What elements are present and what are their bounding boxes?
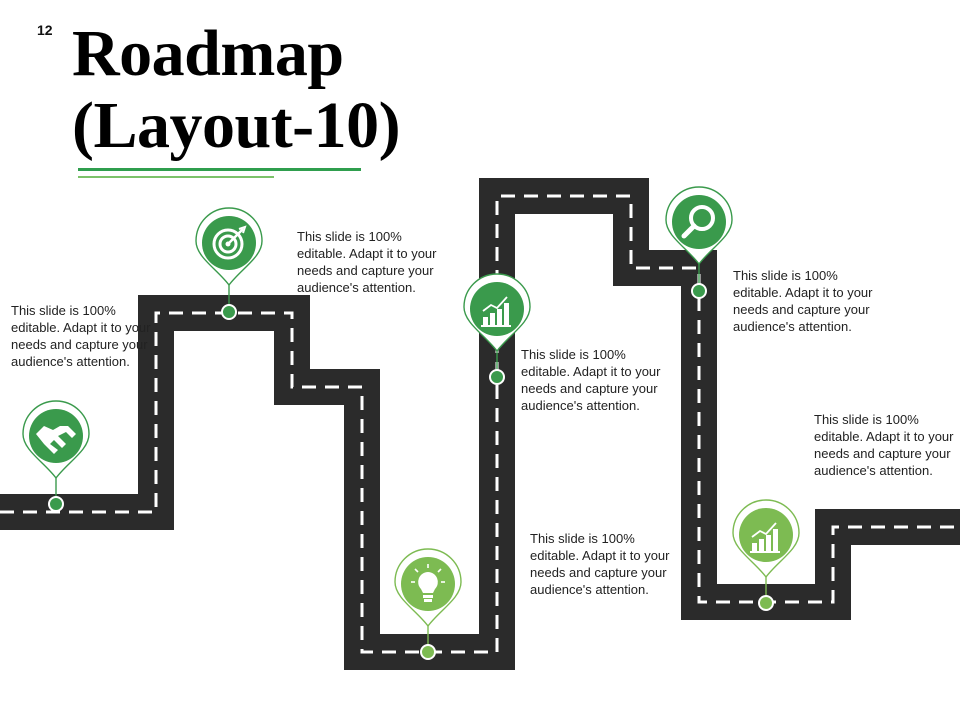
milestone-2-dot	[221, 304, 237, 320]
milestone-1-description: This slide is 100% editable. Adapt it to…	[11, 303, 151, 369]
milestone-3-description: This slide is 100% editable. Adapt it to…	[530, 531, 670, 597]
milestone-1	[22, 400, 90, 512]
milestone-4-dot	[489, 369, 505, 385]
milestone-1-dot	[48, 496, 64, 512]
magnifier-icon	[681, 205, 715, 239]
milestone-3	[394, 548, 462, 660]
milestone-6	[732, 499, 800, 611]
milestone-5-dot	[691, 283, 707, 299]
milestone-2-pin	[195, 207, 263, 287]
title-underline-dark	[78, 168, 361, 171]
milestone-5	[665, 186, 733, 299]
title-line-2: (Layout-10)	[72, 89, 401, 162]
handshake-icon	[36, 426, 76, 454]
milestone-3-dot	[420, 644, 436, 660]
milestone-4	[463, 273, 531, 385]
milestone-2	[195, 207, 263, 320]
title-underline-light	[78, 176, 274, 178]
slide-number: 12	[37, 22, 53, 38]
milestone-2-description: This slide is 100% editable. Adapt it to…	[297, 229, 437, 295]
page-title: Roadmap (Layout-10)	[72, 17, 401, 162]
milestone-6-pin	[732, 499, 800, 579]
milestone-3-pin	[394, 548, 462, 628]
milestone-1-pin	[22, 400, 90, 480]
target-icon	[212, 225, 247, 260]
milestone-5-pin	[665, 186, 733, 266]
lightbulb-icon	[411, 564, 445, 602]
title-line-1: Roadmap	[72, 17, 344, 90]
bar-chart-icon	[481, 296, 511, 327]
milestone-6-dot	[758, 595, 774, 611]
milestone-4-pin	[463, 273, 531, 353]
bar-chart-icon	[750, 522, 780, 553]
milestone-4-description: This slide is 100% editable. Adapt it to…	[521, 347, 661, 413]
milestone-6-description: This slide is 100% editable. Adapt it to…	[814, 412, 954, 478]
milestone-5-description: This slide is 100% editable. Adapt it to…	[733, 268, 873, 334]
